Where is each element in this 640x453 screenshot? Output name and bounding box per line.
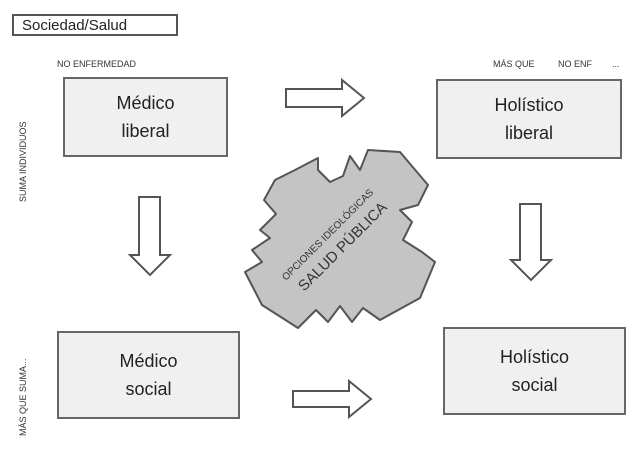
arrow-top-right (285, 77, 366, 119)
box-holistico-social-line1: Holístico (499, 347, 570, 367)
label-no-enf: NO ENF (558, 59, 593, 69)
arrow-left-down (127, 196, 173, 277)
box-holistico-liberal: Holístico liberal (436, 79, 622, 159)
box-medico-liberal-line1: Médico (116, 93, 175, 113)
label-no-enfermedad: NO ENFERMEDAD (57, 59, 137, 69)
arrow-bottom-right (292, 378, 373, 420)
box-medico-social-line2: social (125, 379, 172, 399)
label-ellipsis: ... (612, 59, 620, 69)
box-holistico-social-line2: social (511, 375, 558, 395)
box-medico-social: Médico social (57, 331, 240, 419)
box-holistico-liberal-line2: liberal (504, 123, 554, 143)
box-holistico-social: Holístico social (443, 327, 626, 415)
diagram-title: Sociedad/Salud (12, 14, 178, 36)
box-medico-social-line1: Médico (119, 351, 178, 371)
arrow-right-down (508, 203, 554, 282)
box-holistico-liberal-line1: Holístico (494, 95, 564, 115)
label-mas-que: MÁS QUE (493, 59, 535, 69)
box-medico-liberal-line2: liberal (121, 121, 170, 141)
center-octagon (244, 149, 436, 329)
box-medico-liberal: Médico liberal (63, 77, 228, 157)
